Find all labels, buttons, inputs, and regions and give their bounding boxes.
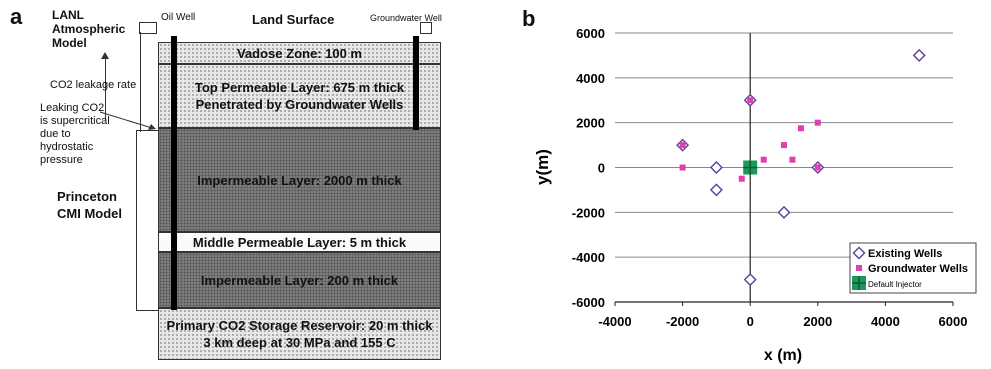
co2-storage-reservoir: Primary CO2 Storage Reservoir: 20 m thic… [158, 308, 441, 360]
legend-label: Groundwater Wells [868, 263, 968, 275]
y-tick-label: 2000 [576, 116, 605, 131]
princeton-bracket [136, 130, 137, 310]
x-tick-label: 6000 [939, 314, 968, 329]
impermeable-layer-200: Impermeable Layer: 200 m thick [158, 252, 441, 308]
leakage-arrow-head [101, 52, 109, 59]
panel-b-letter: b [522, 6, 536, 31]
point-groundwater-wells [679, 164, 686, 171]
y-axis-label: y(m) [533, 149, 552, 185]
point-groundwater-wells [738, 175, 745, 182]
lanl-model-label: LANL Atmospheric Model [52, 8, 126, 50]
point-groundwater-wells [814, 164, 821, 171]
x-tick-label: 2000 [803, 314, 832, 329]
middle-permeable-layer: Middle Permeable Layer: 5 m thick [158, 232, 441, 252]
y-tick-label: -4000 [572, 250, 605, 265]
legend-marker [856, 265, 862, 271]
legend-marker [852, 246, 866, 260]
x-axis-label: x (m) [764, 347, 802, 364]
y-tick-label: -2000 [572, 205, 605, 220]
x-tick-label: -2000 [666, 314, 699, 329]
point-existing-wells [709, 183, 723, 197]
chart-marks [676, 48, 926, 287]
vadose-zone-layer: Vadose Zone: 100 m [158, 42, 441, 64]
princeton-bracket-bottom [136, 310, 158, 311]
impermeable-layer-2000: Impermeable Layer: 2000 m thick [158, 128, 441, 232]
point-groundwater-wells [789, 156, 796, 163]
y-tick-label: 0 [598, 161, 605, 176]
point-groundwater-wells [747, 97, 754, 104]
point-existing-wells [743, 273, 757, 287]
oil-well-marker [139, 22, 157, 34]
oil-well-label: Oil Well [161, 12, 196, 23]
legend-box [849, 242, 977, 294]
y-tick-label: 6000 [576, 26, 605, 41]
point-groundwater-wells [814, 119, 821, 126]
legend-label: Default Injector [868, 280, 922, 289]
land-surface-label: Land Surface [252, 12, 335, 27]
point-existing-wells [709, 161, 723, 174]
legend-label: Existing Wells [868, 248, 942, 260]
leaking-note-arrow [99, 111, 156, 130]
y-tick-label: 4000 [576, 71, 605, 86]
point-existing-wells [777, 205, 791, 219]
leakage-arrow-shaft [105, 58, 106, 120]
x-tick-label: -4000 [598, 314, 631, 329]
point-groundwater-wells [781, 142, 787, 149]
point-groundwater-wells [760, 156, 767, 163]
point-existing-wells [912, 48, 926, 62]
chart-ticks: 6000 4000 2000 0 -2000 -4000 -6000 -4000 -2000 0 2… [572, 26, 968, 329]
oil-well-shaft [171, 36, 177, 310]
leakage-rate-label: CO2 leakage rate [50, 79, 137, 91]
y-tick-label: -6000 [572, 295, 605, 310]
point-groundwater-wells [797, 125, 804, 132]
groundwater-well-shaft [413, 36, 419, 130]
groundwater-well-marker [420, 22, 432, 34]
groundwater-well-label: Groundwater Well [370, 13, 442, 23]
atmospheric-bracket [140, 32, 141, 132]
bracket-join [136, 130, 158, 131]
panel-a-letter: a [10, 4, 23, 29]
princeton-model-label: Princeton CMI Model [57, 189, 122, 221]
top-permeable-layer: Top Permeable Layer: 675 m thick Penetra… [158, 64, 441, 128]
x-tick-label: 4000 [871, 314, 900, 329]
leaking-co2-note: Leaking CO2 is supercritical due to hydr… [40, 102, 110, 166]
x-tick-label: 0 [747, 314, 754, 329]
point-groundwater-wells [679, 142, 686, 149]
